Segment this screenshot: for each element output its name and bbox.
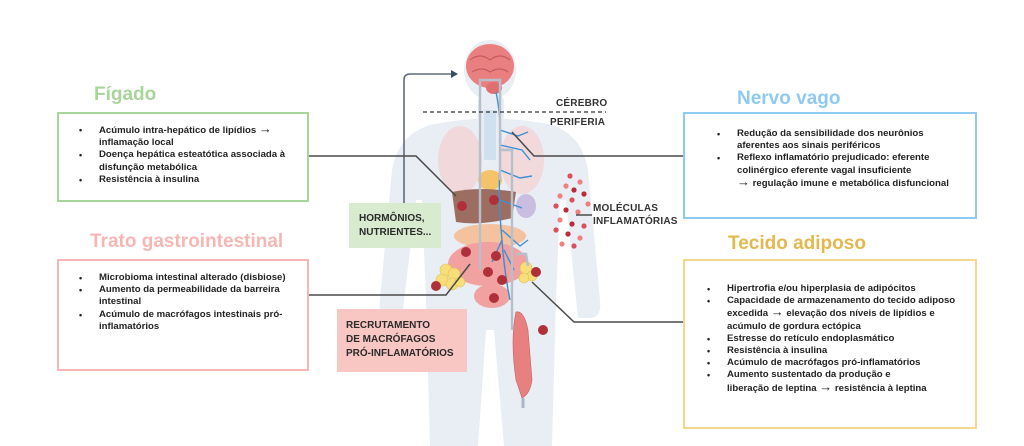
vagus-title: Nervo vago [737, 88, 841, 109]
inflammatory-molecules-label: MOLÉCULAS INFLAMATÓRIAS [593, 202, 678, 228]
signal-pathways [478, 78, 530, 330]
adipose-item: Capacidade de armazenamento do tecido ad… [701, 295, 967, 333]
adipose-box: Hipertrofia e/ou hiperplasia de adipócit… [683, 259, 977, 429]
liver-item: Resistência à insulina [73, 174, 301, 186]
hormone-arrow [403, 73, 454, 210]
molecules-line-2: INFLAMATÓRIAS [593, 216, 678, 227]
macrophage-line-1: RECRUTAMENTO [346, 320, 431, 331]
connector-lines [309, 131, 683, 323]
gi-item: Aumento da permeabilidade da barreira in… [73, 284, 301, 308]
periphery-label: PERIFERIA [550, 117, 606, 128]
inflammatory-molecules [553, 173, 591, 249]
liver-item: Doença hepática esteatótica associada à … [73, 149, 301, 173]
gi-item: Acúmulo de macrófagos intestinais pró-in… [73, 309, 301, 333]
stomach [516, 194, 536, 218]
macrophage-line-2: DE MACRÓFAGOS [346, 334, 436, 345]
macrophage-recruitment-label: RECRUTAMENTO DE MACRÓFAGOS PRÓ-INFLAMATÓ… [337, 309, 467, 372]
adipose-title: Tecido adiposo [728, 233, 866, 254]
hormone-arrowhead [451, 70, 458, 78]
nutrients-line: NUTRIENTES... [359, 227, 432, 238]
hormones-nutrients-label: HORMÔNIOS, NUTRIENTES... [349, 203, 441, 248]
adipose-item: Acúmulo de macrófagos pró-inflamatórios [701, 357, 967, 369]
adipose-item: Resistência à insulina [701, 345, 967, 357]
vagus-item: Reflexo inflamatório prejudicado: eferen… [711, 152, 967, 190]
gi-box: Microbioma intestinal alterado (disbiose… [57, 259, 309, 371]
adipose-item: Estresse do retículo endoplasmático [701, 333, 967, 345]
adipose-item: Hipertrofia e/ou hiperplasia de adipócit… [701, 283, 967, 295]
vagus-item: Redução da sensibilidade dos neurônios a… [711, 128, 967, 152]
molecules-line-1: MOLÉCULAS [593, 203, 659, 214]
gi-item: Microbioma intestinal alterado (disbiose… [73, 272, 301, 284]
liver-title: Fígado [94, 84, 157, 105]
pancreas [478, 170, 502, 190]
arrow-icon: → [819, 378, 833, 394]
brain [466, 44, 514, 94]
liver-box: Acúmulo intra-hepático de lipídios →infl… [57, 112, 309, 202]
muscle [512, 311, 533, 399]
macrophages [431, 195, 548, 335]
macrophage-line-3: PRÓ-INFLAMATÓRIOS [346, 348, 454, 359]
trachea [484, 110, 496, 160]
intestines [448, 224, 528, 308]
vagus-box: Redução da sensibilidade dos neurônios a… [683, 112, 977, 219]
liver-item: Acúmulo intra-hepático de lipídios →infl… [73, 122, 301, 149]
brain-label: CÉREBRO [556, 98, 608, 109]
gi-title: Trato gastrointestinal [90, 231, 284, 252]
hormones-line: HORMÔNIOS, [359, 213, 425, 224]
adipose-item: Aumento sustentado da produção eliberaçã… [701, 369, 967, 394]
